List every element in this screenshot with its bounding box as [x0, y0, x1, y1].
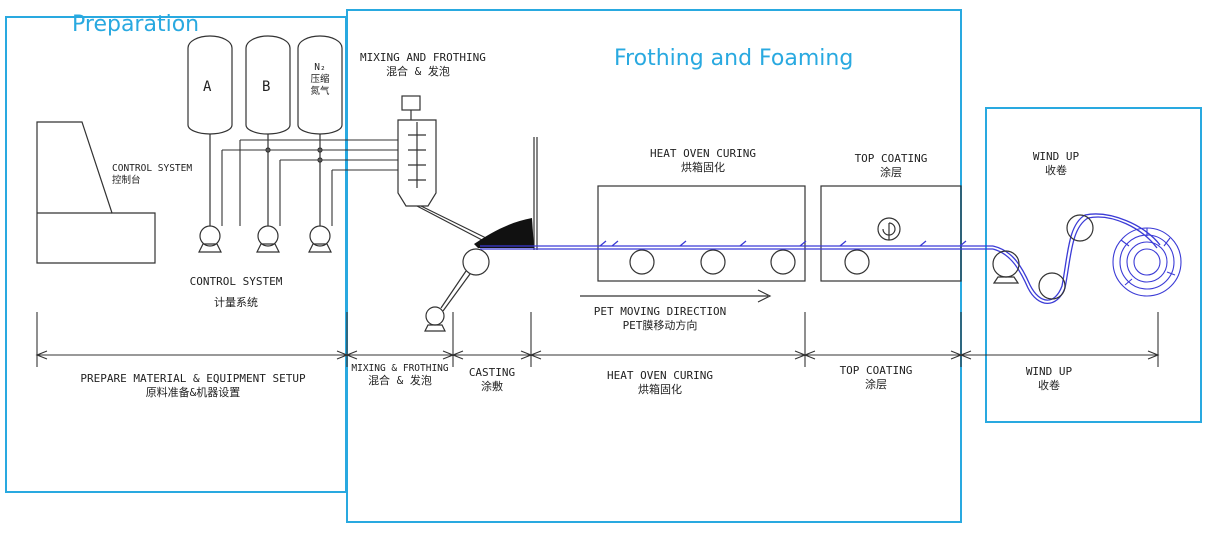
- tank-n2-symbol: N₂: [314, 62, 326, 73]
- coating-label: TOP COATING 涂层: [851, 152, 931, 180]
- windup-frame: [985, 107, 1202, 423]
- windup-rollers: [992, 214, 1094, 300]
- oven: [597, 185, 806, 282]
- preparation-frame: [5, 16, 347, 493]
- coater: [820, 185, 962, 282]
- tank-n2-line1: 压缩: [310, 74, 330, 85]
- control-desk-label-cn: 控制台: [112, 175, 141, 186]
- windup-label: WIND UP 收卷: [1026, 150, 1086, 178]
- segment-coating-cn: 涂层: [865, 378, 887, 391]
- segment-casting: CASTING 涂敷: [458, 366, 526, 394]
- oven-label: HEAT OVEN CURING 烘箱固化: [648, 147, 758, 175]
- segment-mixing-en: MIXING & FROTHING: [351, 363, 449, 374]
- dimension-line: [35, 312, 1160, 367]
- mixing-label: MIXING AND FROTHING 混合 & 发泡: [360, 51, 486, 79]
- segment-windup-cn: 收卷: [1038, 379, 1060, 392]
- mixing-label-cn: 混合 & 发泡: [386, 65, 450, 78]
- segment-oven: HEAT OVEN CURING 烘箱固化: [605, 369, 715, 397]
- control-desk-label-en: CONTROL SYSTEM: [112, 163, 193, 174]
- tank-n2-label: N₂ 压缩 氮气: [309, 62, 331, 98]
- pet-direction-arrow: [580, 289, 772, 303]
- tank-b-label: B: [262, 79, 271, 95]
- windup-label-en: WIND UP: [1032, 150, 1080, 163]
- segment-mixing-cn: 混合 & 发泡: [368, 374, 432, 387]
- segment-casting-cn: 涂敷: [481, 380, 503, 393]
- metering-label: CONTROL SYSTEM 计量系统: [186, 275, 286, 310]
- segment-casting-en: CASTING: [468, 366, 516, 379]
- tank-n2-line2: 氮气: [310, 86, 330, 97]
- coating-label-cn: 涂层: [880, 166, 902, 179]
- casting-station: [424, 137, 538, 332]
- tank-n2: [297, 35, 343, 135]
- metering-pumps: [198, 134, 332, 253]
- control-desk: [36, 121, 156, 264]
- tank-b: [245, 35, 291, 135]
- segment-oven-en: HEAT OVEN CURING: [607, 369, 713, 382]
- pet-film: [480, 213, 1161, 305]
- metering-label-cn: 计量系统: [214, 296, 258, 309]
- segment-prepare-en: PREPARE MATERIAL & EQUIPMENT SETUP: [80, 372, 306, 385]
- pet-direction-label-en: PET MOVING DIRECTION: [593, 305, 727, 318]
- mixing-label-en: MIXING AND FROTHING: [360, 51, 486, 64]
- segment-coating-en: TOP COATING: [839, 364, 913, 377]
- pet-direction-label: PET MOVING DIRECTION PET膜移动方向: [590, 305, 730, 333]
- oven-label-cn: 烘箱固化: [681, 161, 725, 174]
- segment-oven-cn: 烘箱固化: [638, 383, 682, 396]
- coating-label-en: TOP COATING: [854, 152, 928, 165]
- windup-roll: [1112, 227, 1182, 297]
- tank-a: [187, 35, 233, 135]
- segment-coating: TOP COATING 涂层: [836, 364, 916, 392]
- control-desk-label: CONTROL SYSTEM 控制台: [112, 163, 192, 187]
- segment-mixing: MIXING & FROTHING 混合 & 发泡: [349, 363, 451, 387]
- oven-label-en: HEAT OVEN CURING: [650, 147, 756, 160]
- segment-prepare: PREPARE MATERIAL & EQUIPMENT SETUP 原料准备&…: [62, 372, 324, 400]
- mixer: [397, 95, 487, 241]
- pet-direction-label-cn: PET膜移动方向: [622, 319, 698, 332]
- frothing-title: Frothing and Foaming: [614, 46, 854, 71]
- foam-puddle: [474, 218, 534, 248]
- feed-pipes: [221, 139, 398, 226]
- tank-a-label: A: [203, 79, 212, 95]
- preparation-title: Preparation: [72, 12, 200, 37]
- windup-label-cn: 收卷: [1045, 164, 1067, 177]
- segment-windup-en: WIND UP: [1025, 365, 1073, 378]
- segment-windup: WIND UP 收卷: [1019, 365, 1079, 393]
- metering-label-en: CONTROL SYSTEM: [189, 275, 283, 288]
- segment-prepare-cn: 原料准备&机器设置: [145, 386, 241, 399]
